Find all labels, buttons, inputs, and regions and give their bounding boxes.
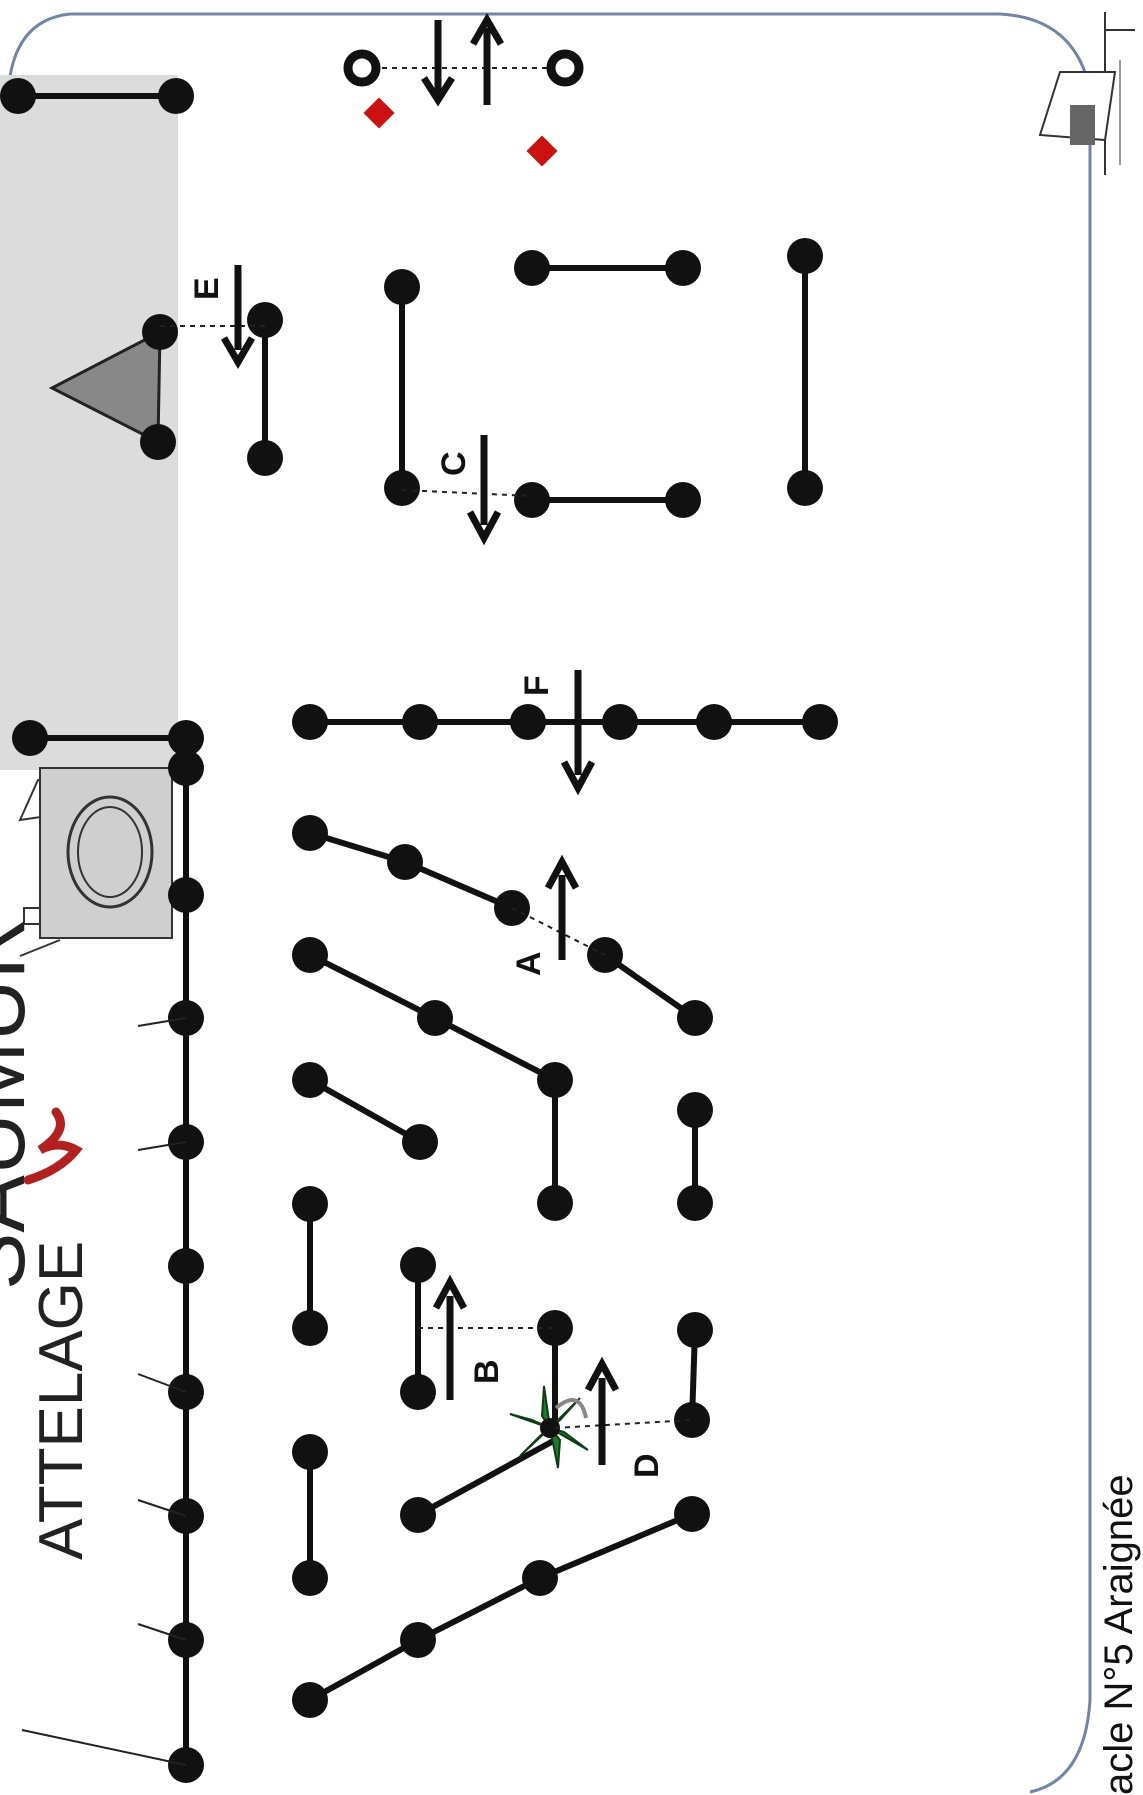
start-gate [343, 13, 584, 107]
bar-mid-left [12, 720, 204, 756]
label-e: E [188, 277, 226, 300]
bar-top-left [0, 78, 194, 114]
gate-marker-icon [526, 135, 558, 167]
cone-icon [48, 314, 178, 460]
spider-plant-icon [509, 1385, 589, 1469]
brand-name: SAUMUR [0, 917, 43, 1290]
diagram-caption: acle N°5 Araignée [1097, 1474, 1141, 1795]
obstacle-d: D [554, 1356, 693, 1478]
logo-swoosh [23, 1107, 83, 1185]
obstacle-e: E [160, 265, 283, 476]
label-d: D [628, 1453, 666, 1478]
obstacle-a: A [292, 815, 713, 1036]
corner-diagram-icon [1038, 12, 1135, 175]
obstacle-c: C [384, 238, 823, 546]
label-a: A [510, 951, 548, 976]
gate-marker-icon [363, 97, 395, 129]
label-f: F [518, 675, 556, 696]
fence-line [19, 750, 204, 1783]
obstacle-b: B [400, 1247, 573, 1433]
spider-structure [292, 937, 713, 1718]
brand-logo: SAUMUR ATTELAGE [0, 917, 96, 1560]
label-b: B [468, 1359, 506, 1384]
label-c: C [435, 451, 473, 476]
obstacle-f: F [292, 670, 838, 796]
brand-subtitle: ATTELAGE [27, 1241, 96, 1560]
building-icon [18, 767, 173, 939]
